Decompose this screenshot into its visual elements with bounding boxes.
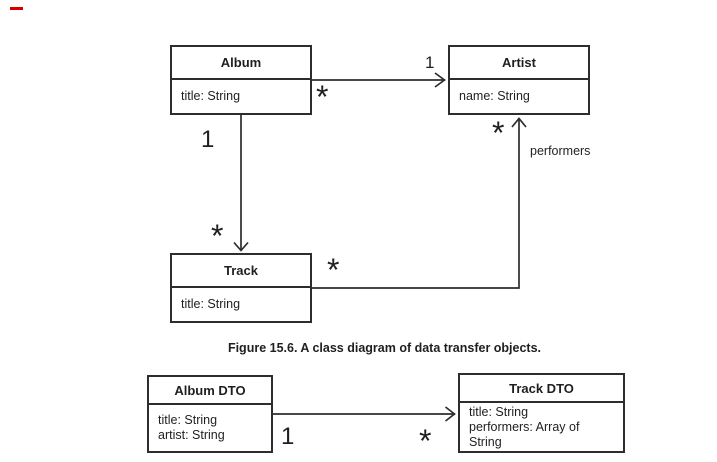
class-name-track-dto: Track DTO xyxy=(460,375,623,403)
class-box-track-dto: Track DTO title: String performers: Arra… xyxy=(458,373,625,453)
attribute: performers: Array of String xyxy=(469,420,580,449)
class-attrs-album-dto: title: String artist: String xyxy=(149,405,271,451)
class-box-album: Album title: String xyxy=(170,45,312,115)
multiplicity-track-end-vertical: * xyxy=(211,218,224,254)
multiplicity-albumdto-end: 1 xyxy=(281,423,295,450)
red-corner-mark xyxy=(10,7,23,10)
multiplicity-trackdto-end: * xyxy=(419,423,432,459)
arrowhead-trackdto xyxy=(444,406,456,422)
class-attrs-album: title: String xyxy=(172,80,310,113)
attribute: title: String xyxy=(181,89,241,103)
multiplicity-artist-end: 1 xyxy=(425,53,435,72)
class-name-artist: Artist xyxy=(450,47,588,80)
multiplicity-artist-end-performers: * xyxy=(492,115,505,151)
attribute: artist: String xyxy=(158,428,225,442)
class-name-album-dto: Album DTO xyxy=(149,377,271,405)
multiplicity-album-end: * xyxy=(316,79,329,115)
arrowhead-track xyxy=(233,241,249,252)
arrowhead-artist xyxy=(434,72,446,88)
line-track-to-artist-performers xyxy=(312,119,520,289)
class-attrs-track-dto: title: String performers: Array of Strin… xyxy=(460,403,623,452)
class-name-album: Album xyxy=(172,47,310,80)
attribute: title: String xyxy=(469,405,529,419)
class-box-album-dto: Album DTO title: String artist: String xyxy=(147,375,273,453)
class-attrs-artist: name: String xyxy=(450,80,588,113)
multiplicity-track-end-performers: * xyxy=(327,252,340,288)
attribute: name: String xyxy=(459,89,530,103)
class-box-track: Track title: String xyxy=(170,253,312,323)
role-label-performers: performers xyxy=(530,144,591,158)
attribute: title: String xyxy=(158,413,218,427)
class-name-track: Track xyxy=(172,255,310,288)
figure-caption: Figure 15.6. A class diagram of data tra… xyxy=(227,341,542,355)
arrowhead-artist-performers xyxy=(511,117,527,128)
class-attrs-track: title: String xyxy=(172,288,310,321)
attribute: title: String xyxy=(181,297,241,311)
class-box-artist: Artist name: String xyxy=(448,45,590,115)
multiplicity-album-end-vertical: 1 xyxy=(201,126,215,153)
